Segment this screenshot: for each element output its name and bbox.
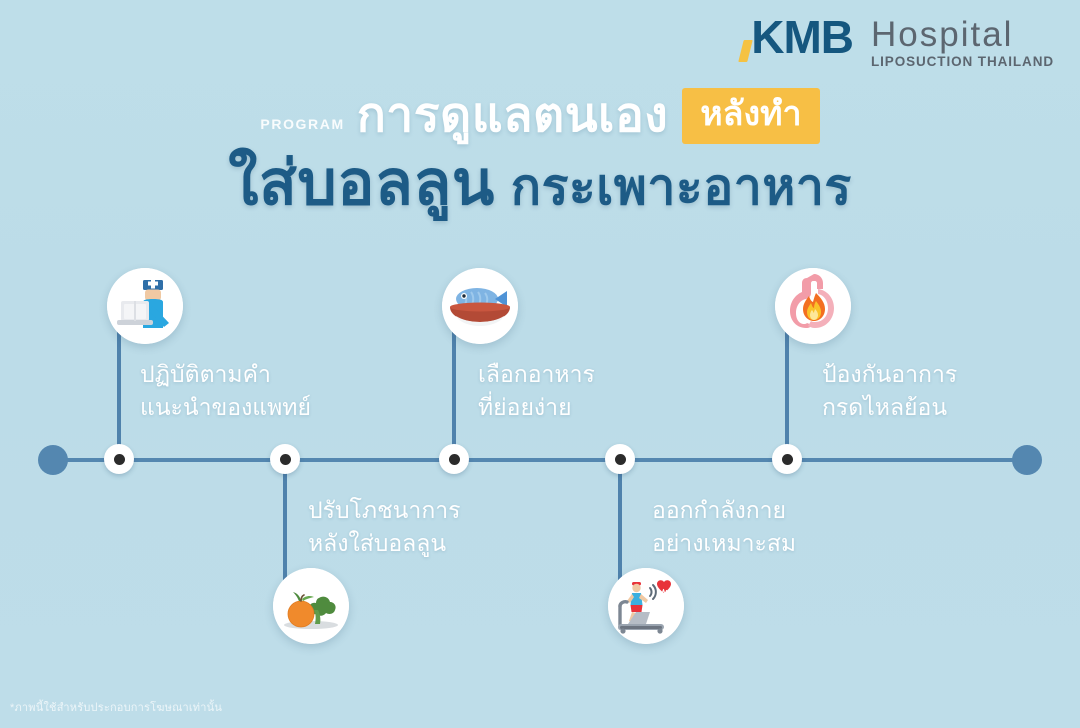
caption-item-4: ออกกำลังกาย อย่างเหมาะสม — [652, 494, 796, 560]
timeline-node-4[interactable] — [605, 444, 635, 474]
timeline-node-2[interactable] — [270, 444, 300, 474]
timeline-start-cap — [38, 445, 68, 475]
caption-item-2: ปรับโภชนาการ หลังใส่บอลลูน — [308, 494, 461, 560]
brand-kmb-wordmark: KMB — [738, 11, 854, 63]
caption-item-2-line2: หลังใส่บอลลูน — [308, 530, 447, 556]
title-badge: หลังทำ — [682, 88, 820, 144]
connector-3 — [452, 330, 456, 462]
caption-item-5: ป้องกันอาการ กรดไหลย้อน — [822, 358, 957, 424]
caption-item-2-line1: ปรับโภชนาการ — [308, 497, 461, 523]
timeline-end-cap — [1012, 445, 1042, 475]
fish-plate-icon — [442, 268, 518, 344]
connector-5 — [785, 330, 789, 462]
title-main-line1: การดูแลตนเอง — [356, 89, 669, 142]
treadmill-runner-icon — [608, 568, 684, 644]
title-main-line2: ใส่บอลลูน — [228, 149, 495, 218]
caption-item-5-line2: กรดไหลย้อน — [822, 394, 948, 420]
title-line-2: ใส่บอลลูน กระเพาะอาหาร — [0, 148, 1080, 223]
program-label: PROGRAM — [260, 116, 345, 132]
brand-logo: KMB Hospital LIPOSUCTION THAILAND — [738, 11, 1054, 70]
stomach-flame-icon — [775, 268, 851, 344]
caption-item-4-line2: อย่างเหมาะสม — [652, 530, 797, 556]
timeline-node-1[interactable] — [104, 444, 134, 474]
caption-item-3-line1: เลือกอาหาร — [478, 361, 595, 387]
brand-hospital-text: Hospital — [871, 15, 1014, 54]
orange-broccoli-icon — [273, 568, 349, 644]
connector-4 — [618, 458, 622, 588]
caption-item-5-line1: ป้องกันอาการ — [822, 361, 958, 387]
title-secondary-line2: กระเพาะอาหาร — [510, 159, 852, 215]
caption-item-3: เลือกอาหาร ที่ย่อยง่าย — [478, 358, 595, 424]
doctor-laptop-icon — [107, 268, 183, 344]
brand-tagline-text: LIPOSUCTION THAILAND — [871, 54, 1054, 69]
footer-disclaimer: *ภาพนี้ใช้สำหรับประกอบการโฆษณาเท่านั้น — [10, 702, 223, 714]
caption-item-1-line2: แนะนำของแพทย์ — [140, 394, 311, 420]
brand-kmb-text: KMB — [751, 11, 854, 63]
caption-item-1: ปฏิบัติตามคำ แนะนำของแพทย์ — [140, 358, 311, 424]
caption-item-3-line2: ที่ย่อยง่าย — [478, 394, 572, 420]
timeline-axis — [46, 458, 1034, 462]
connector-1 — [117, 330, 121, 462]
timeline-node-5[interactable] — [772, 444, 802, 474]
timeline-node-3[interactable] — [439, 444, 469, 474]
caption-item-1-line1: ปฏิบัติตามคำ — [140, 361, 271, 387]
caption-item-4-line1: ออกกำลังกาย — [652, 497, 787, 523]
title-line-1: PROGRAM การดูแลตนเอง หลังทำ — [0, 88, 1080, 144]
page-title: PROGRAM การดูแลตนเอง หลังทำ ใส่บอลลูน กร… — [0, 88, 1080, 223]
brand-text-group: Hospital LIPOSUCTION THAILAND — [871, 14, 1054, 70]
connector-2 — [283, 458, 287, 588]
